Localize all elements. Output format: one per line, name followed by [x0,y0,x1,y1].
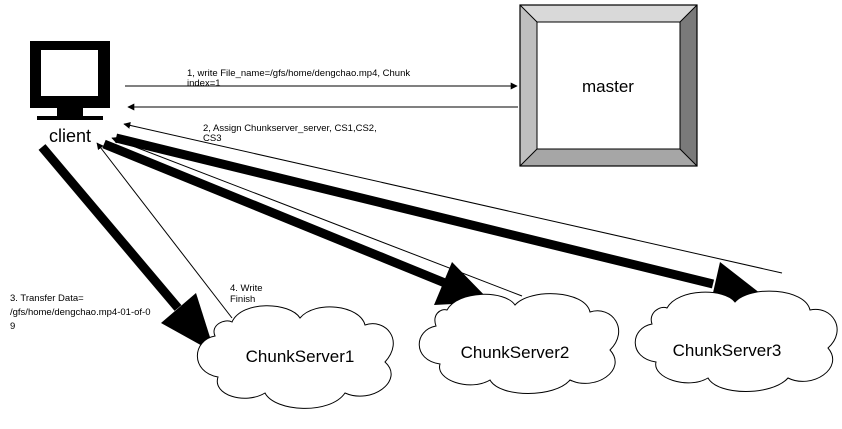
chunkserver3-label: ChunkServer3 [673,341,782,360]
assign-reply-label: 2, Assign Chunkserver_server, CS1,CS2, C… [203,123,379,144]
write-request-label: 1, write File_name=/gfs/home/dengchao.mp… [187,68,413,89]
transfer-data-label: 3. Transfer Data= /gfs/home/dengchao.mp4… [10,293,153,332]
return-line-cs3 [123,121,783,274]
master-node [519,4,698,167]
chunkserver1-cloud [196,305,394,409]
chunkserver3-cloud [634,290,838,392]
chunkserver2-label: ChunkServer2 [461,343,570,362]
client-label: client [49,126,91,146]
chunkserver1-label: ChunkServer1 [246,347,355,366]
master-label: master [582,77,634,96]
write-finish-label: 4. Write Finish [230,283,265,305]
write-finish-arrow [96,142,233,319]
transfer-arrow-cs1 [38,144,215,353]
transfer-arrow-cs2 [102,139,491,305]
monitor-icon [30,41,110,120]
chunkserver2-cloud [418,293,620,394]
